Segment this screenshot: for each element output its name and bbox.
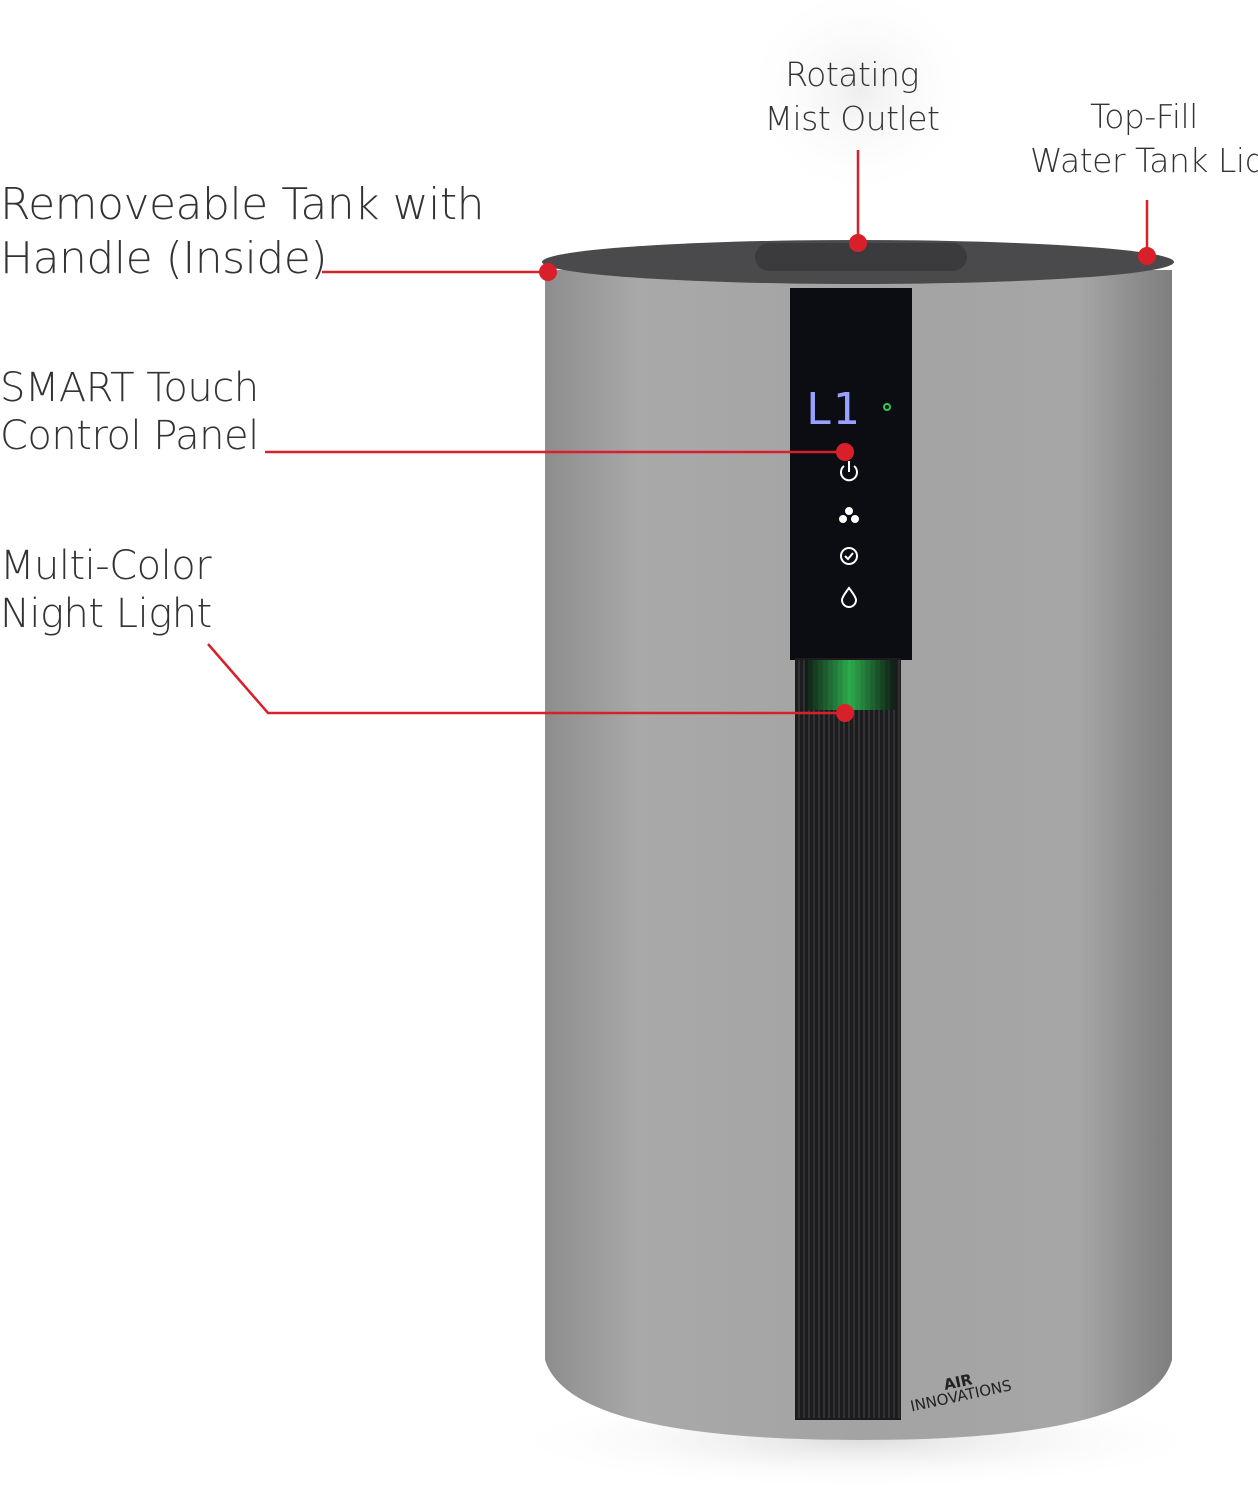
callout-removeable-tank: Removeable Tank with Handle (Inside) (0, 178, 485, 286)
callout-text: SMART Touch (0, 365, 259, 411)
callout-text: Water Tank Lid (1030, 141, 1258, 180)
power-icon[interactable] (840, 461, 858, 482)
callout-text: Removeable Tank with (0, 179, 485, 230)
callout-text: Control Panel (0, 413, 259, 459)
mist-level-icon[interactable] (839, 507, 859, 523)
display-readout: L1 (806, 384, 859, 435)
callout-text: Multi-Color (0, 543, 212, 589)
humidity-icon[interactable] (840, 586, 858, 608)
mist-plume (740, 0, 980, 200)
control-panel[interactable] (790, 288, 912, 660)
timer-icon[interactable] (840, 547, 858, 565)
night-light[interactable] (805, 660, 895, 710)
callout-dots (539, 234, 1156, 722)
callout-text: Night Light (0, 591, 212, 637)
callout-mist-outlet: Rotating Mist Outlet (752, 53, 952, 141)
callout-text: Top-Fill (1090, 97, 1198, 136)
callout-text: Handle (Inside) (0, 233, 328, 284)
grille (795, 658, 901, 1420)
callout-text: Rotating (785, 55, 919, 94)
humidity-indicator-icon (883, 403, 891, 411)
callout-night-light: Multi-Color Night Light (0, 542, 212, 638)
mist-outlet (755, 243, 967, 271)
callout-smart-touch-panel: SMART Touch Control Panel (0, 364, 259, 460)
callout-lines (207, 150, 1149, 715)
callout-tank-lid: Top-Fill Water Tank Lid (1030, 95, 1258, 183)
callout-text: Mist Outlet (764, 99, 940, 138)
